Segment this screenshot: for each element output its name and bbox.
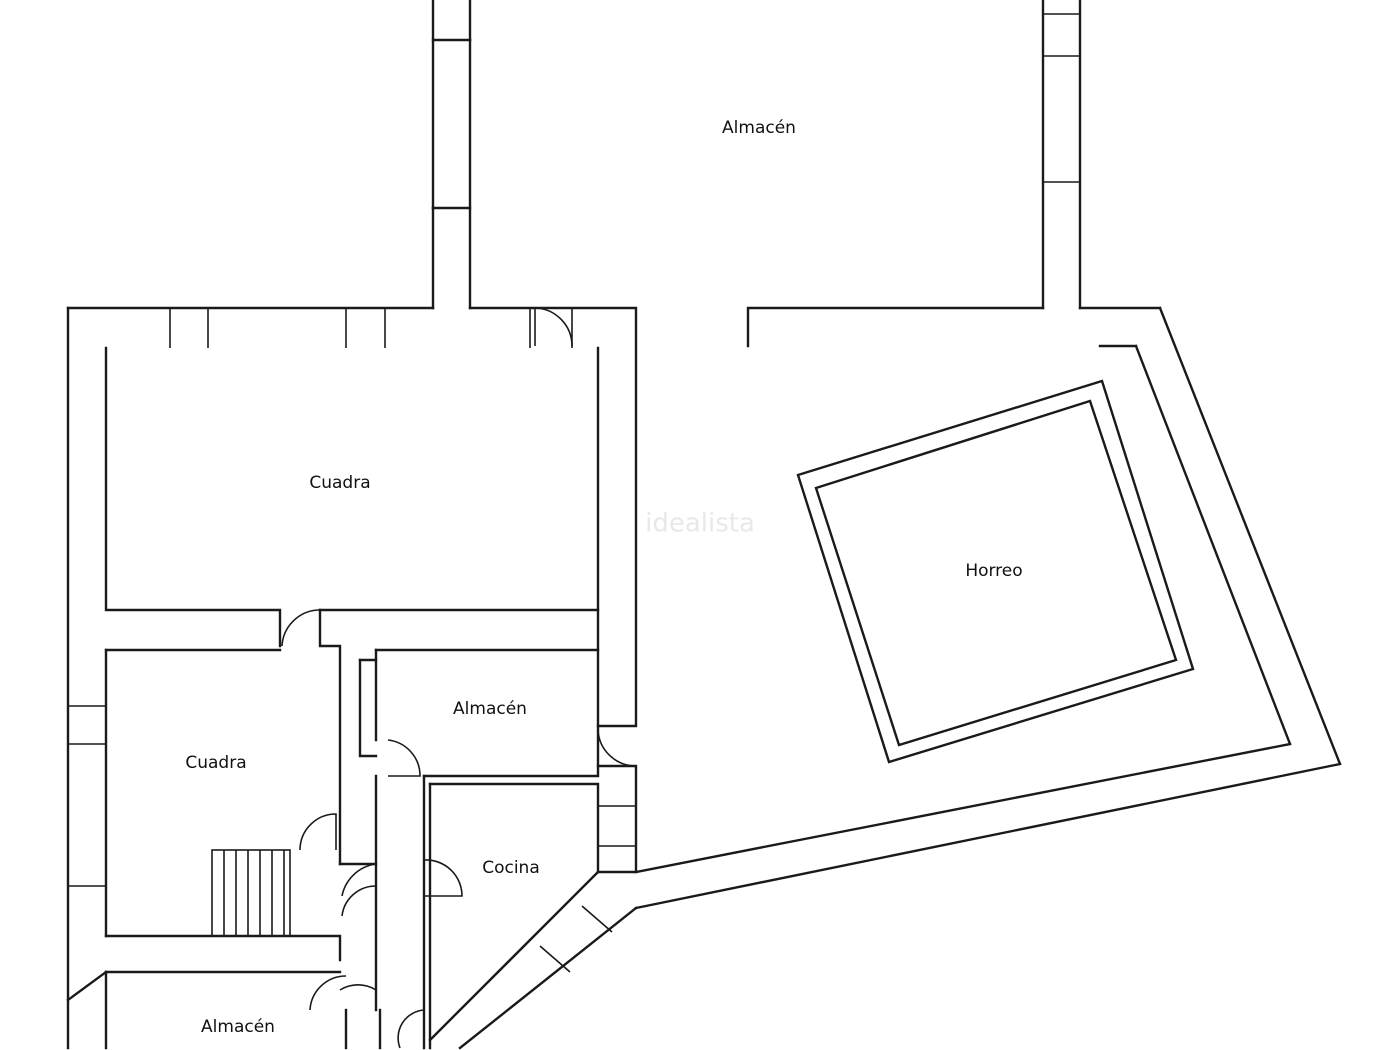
almacen-mid-cocina-walls xyxy=(344,648,638,1050)
room-label-almacen-bottom: Almacén xyxy=(201,1017,275,1037)
room-label-cuadra-main: Cuadra xyxy=(309,473,370,493)
watermark-text: idealista xyxy=(645,509,755,539)
main-building-walls xyxy=(66,306,638,1050)
horreo-structure xyxy=(796,379,1195,764)
room-label-cocina: Cocina xyxy=(482,858,540,878)
door-swings xyxy=(281,307,637,1049)
room-label-cuadra-small: Cuadra xyxy=(185,753,246,773)
room-label-almacen-mid: Almacén xyxy=(453,699,527,719)
room-label-horreo: Horreo xyxy=(965,561,1022,581)
almacen-top-walls xyxy=(431,0,1162,348)
room-label-almacen-top: Almacén xyxy=(722,118,796,138)
staircase xyxy=(211,849,291,937)
diagonal-corridor-walls xyxy=(428,306,1342,1050)
